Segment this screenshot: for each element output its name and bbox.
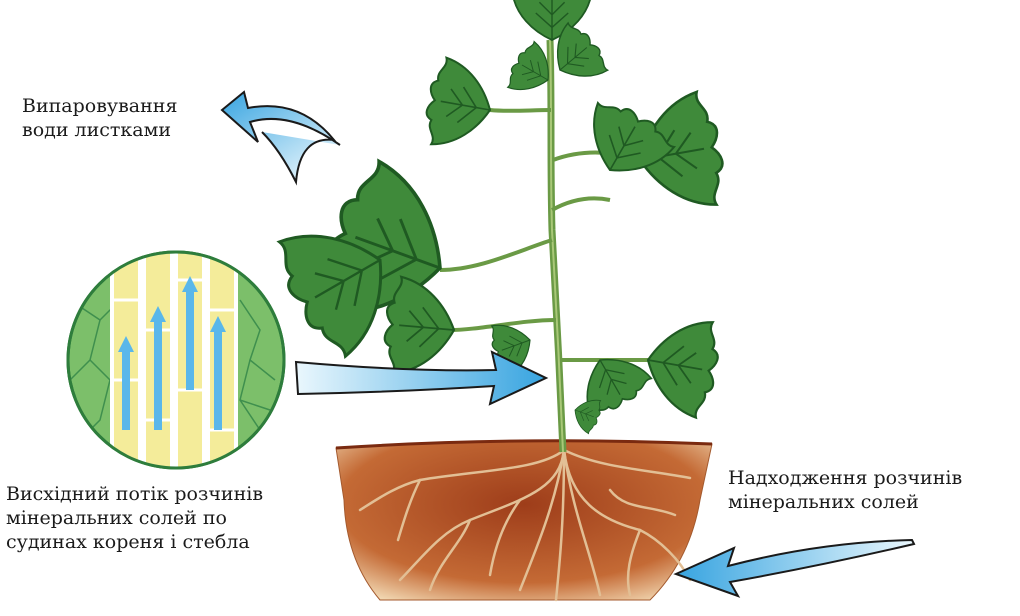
soil-section <box>336 441 712 600</box>
absorption-label: Надходження розчинів мінеральних солей <box>728 466 962 514</box>
absorption-line-1: Надходження розчинів <box>728 466 962 490</box>
ascending-flow-label: Висхідний потік розчинів мінеральних сол… <box>6 482 263 554</box>
transpiration-label: Випаровування води листками <box>22 94 177 142</box>
ascending-flow-line-3: судинах кореня і стебла <box>6 530 263 554</box>
ascending-flow-line-2: мінеральних солей по <box>6 506 263 530</box>
transpiration-line-1: Випаровування <box>22 94 177 118</box>
curved-arrow <box>222 92 340 182</box>
transpiration-line-2: води листками <box>22 118 177 142</box>
curved-arrow <box>676 540 914 596</box>
absorption-line-2: мінеральних солей <box>728 490 962 514</box>
magnified-stem-circle <box>68 250 284 470</box>
ascending-flow-line-1: Висхідний потік розчинів <box>6 482 263 506</box>
